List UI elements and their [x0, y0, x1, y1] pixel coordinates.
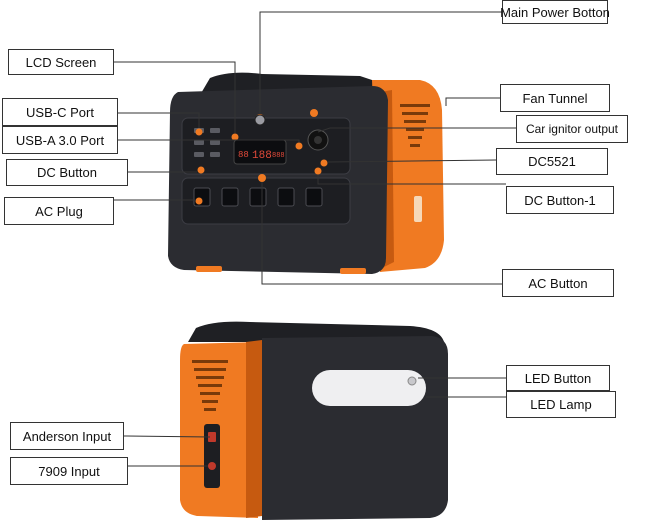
label-led-lamp: LED Lamp [506, 391, 616, 418]
back-main-body [262, 336, 448, 520]
main-power-button[interactable] [254, 114, 266, 126]
power-station-back-view [180, 321, 448, 520]
label-usb-a-port: USB-A 3.0 Port [2, 126, 118, 154]
foot-left [196, 266, 222, 272]
label-car-ignitor-output: Car ignitor output [516, 115, 628, 143]
power-station-front-view: 88 188 888 [168, 72, 444, 274]
label-led-button: LED Button [506, 365, 610, 391]
lcd-reading-3: 888 [272, 152, 285, 160]
label-fan-tunnel: Fan Tunnel [500, 84, 610, 112]
lcd-reading-1: 88 [238, 150, 249, 160]
label-ac-button: AC Button [502, 269, 614, 297]
usb-port-cluster [194, 128, 220, 157]
label-lcd-screen: LCD Screen [8, 49, 114, 75]
led-button[interactable] [407, 376, 417, 386]
side-led-window [414, 196, 422, 222]
anderson-input-port [208, 432, 216, 442]
label-main-power-button: Main Power Botton [500, 0, 610, 24]
lcd-reading-2: 188 [252, 150, 272, 162]
fan-grille [400, 104, 430, 147]
led-lamp [312, 370, 426, 406]
label-7909-input: 7909 Input [10, 457, 128, 485]
label-anderson-input: Anderson Input [10, 422, 124, 450]
label-dc-button: DC Button [6, 159, 128, 186]
label-dc5521: DC5521 [496, 148, 608, 175]
foot-right [340, 268, 366, 274]
back-orange-side-shade [246, 340, 262, 518]
top-leader-lines [108, 11, 516, 285]
label-ac-plug: AC Plug [4, 197, 114, 225]
label-usb-c-port: USB-C Port [2, 98, 118, 126]
label-dc-button-1: DC Button-1 [506, 186, 614, 214]
car-socket-inner [314, 136, 322, 144]
back-fan-grille [192, 360, 228, 411]
port-7909-input [208, 462, 216, 470]
bottom-leader-lines [123, 377, 506, 467]
